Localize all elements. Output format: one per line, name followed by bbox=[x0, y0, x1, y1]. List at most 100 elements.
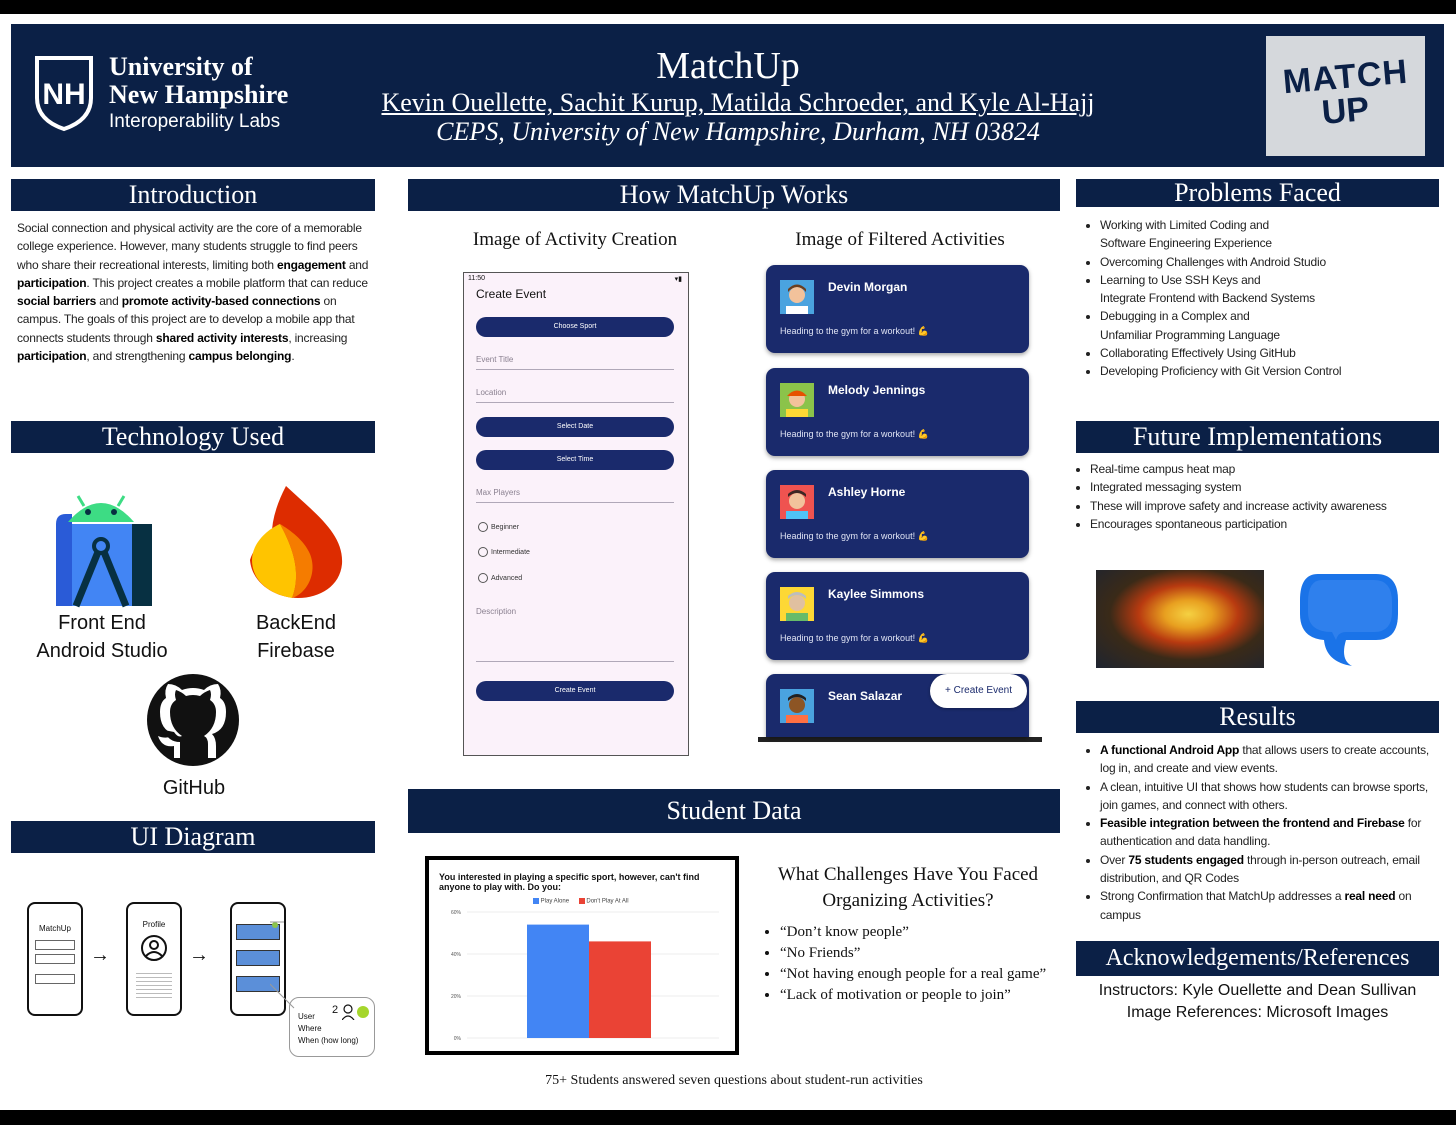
intro-text-part: , increasing bbox=[288, 330, 348, 345]
problems-heading: Problems Faced bbox=[1076, 179, 1439, 207]
card-status: Heading to the gym for a workout! 💪 bbox=[780, 429, 929, 439]
create-event-fab[interactable]: + Create Event bbox=[930, 674, 1027, 708]
activity-card[interactable]: Kaylee Simmons Heading to the gym for a … bbox=[766, 572, 1029, 660]
backend-label-line1: BackEnd bbox=[255, 612, 337, 634]
quote-item: “Not having enough people for a real gam… bbox=[780, 964, 1070, 985]
intro-emphasis: promote activity-based connections bbox=[121, 294, 321, 309]
diagram-screen1-title: MatchUp bbox=[38, 924, 71, 933]
diagram-indicator bbox=[272, 922, 278, 928]
select-date-button[interactable]: Select Date bbox=[476, 417, 674, 437]
avatar-icon bbox=[780, 485, 814, 519]
radio-intermediate[interactable]: Intermediate bbox=[478, 547, 530, 557]
diagram-detail-bubble: User Where When (how long) 2 bbox=[289, 997, 375, 1057]
result-text: that allows users to create accounts, lo… bbox=[1100, 743, 1430, 776]
legend-label-1: Play Alone bbox=[540, 898, 570, 905]
card-name: Sean Salazar bbox=[828, 689, 903, 703]
phone-screen-title: Create Event bbox=[476, 287, 547, 301]
results-heading: Results bbox=[1076, 701, 1439, 733]
chart-ytick-label: 20% bbox=[451, 994, 462, 1000]
radio-beginner[interactable]: Beginner bbox=[478, 522, 519, 532]
intro-emphasis: campus belonging bbox=[188, 349, 292, 364]
create-event-button[interactable]: Create Event bbox=[476, 681, 674, 701]
problem-line: Learning to Use SSH Keys and bbox=[1100, 272, 1261, 287]
legend-swatch-1 bbox=[533, 898, 539, 904]
chart-legend: Play Alone Don't Play At All bbox=[533, 898, 629, 905]
phone-time: 11:50 bbox=[468, 275, 485, 282]
avatar-icon bbox=[780, 383, 814, 417]
event-title-field[interactable]: Event Title bbox=[476, 351, 674, 370]
poster-authors: Kevin Ouellette, Sachit Kurup, Matilda S… bbox=[381, 88, 1095, 117]
future-list: Real-time campus heat map Integrated mes… bbox=[1078, 460, 1408, 533]
create-event-phone-screenshot: 11:50 ▾▮ Create Event Choose Sport Event… bbox=[463, 272, 689, 756]
problem-line: Unfamiliar Programming Language bbox=[1100, 327, 1280, 342]
problem-line: Collaborating Effectively Using GitHub bbox=[1100, 346, 1296, 361]
diagram-profile-screen: Profile bbox=[126, 902, 182, 1016]
intro-emphasis: social barriers bbox=[17, 294, 97, 309]
university-name-line1: University of bbox=[109, 52, 253, 81]
avatar-icon bbox=[780, 587, 814, 621]
android-studio-icon bbox=[56, 495, 152, 608]
challenges-heading-line1: What Challenges Have You Faced bbox=[777, 864, 1039, 885]
backend-label-line2: Firebase bbox=[257, 640, 335, 662]
challenges-heading: What Challenges Have You Faced Organizin… bbox=[756, 862, 1060, 914]
chart-bar-1 bbox=[527, 924, 589, 1038]
frontend-label: Front End Android Studio bbox=[20, 609, 184, 665]
messages-icon bbox=[1300, 574, 1398, 666]
result-text: Strong Confirmation that MatchUp address… bbox=[1100, 889, 1345, 904]
university-name-line2: New Hampshire bbox=[109, 80, 289, 109]
intro-text-part: and bbox=[96, 294, 122, 309]
problem-item: Overcoming Challenges with Android Studi… bbox=[1100, 253, 1440, 271]
problem-line: Software Engineering Experience bbox=[1100, 236, 1272, 251]
select-time-button[interactable]: Select Time bbox=[476, 450, 674, 470]
description-field[interactable]: Description bbox=[476, 603, 674, 662]
github-label: GitHub bbox=[162, 777, 226, 799]
acknowledgements-heading: Acknowledgements/References bbox=[1076, 941, 1439, 976]
activity-card[interactable]: Ashley Horne Heading to the gym for a wo… bbox=[766, 470, 1029, 558]
future-heading: Future Implementations bbox=[1076, 421, 1439, 453]
radio-intermediate-label: Intermediate bbox=[491, 548, 530, 556]
activity-card[interactable]: Devin Morgan Heading to the gym for a wo… bbox=[766, 265, 1029, 353]
diagram-connector bbox=[270, 921, 295, 1009]
firebase-icon bbox=[250, 486, 343, 598]
top-border bbox=[0, 0, 1456, 14]
result-emphasis: real need bbox=[1344, 889, 1396, 904]
quote-item: “No Friends” bbox=[780, 943, 1070, 964]
how-it-works-heading: How MatchUp Works bbox=[408, 179, 1060, 211]
diagram-card bbox=[236, 976, 280, 992]
problem-line: Debugging in a Complex and bbox=[1100, 309, 1250, 324]
acknowledgements-line1: Instructors: Kyle Ouellette and Dean Sul… bbox=[1098, 982, 1417, 999]
poster-title: MatchUp bbox=[656, 45, 800, 87]
max-players-field[interactable]: Max Players bbox=[476, 484, 674, 503]
problem-item: Collaborating Effectively Using GitHub bbox=[1100, 344, 1440, 362]
legend-label-2: Don't Play At All bbox=[586, 898, 629, 905]
location-field[interactable]: Location bbox=[476, 384, 674, 403]
result-text: on campus bbox=[1100, 889, 1412, 922]
intro-text-part: , and strengthening bbox=[86, 349, 189, 364]
bubble-count: 2 bbox=[332, 1004, 339, 1016]
result-emphasis: Feasible integration between the fronten… bbox=[1100, 816, 1405, 831]
ui-diagram-heading: UI Diagram bbox=[11, 821, 375, 853]
future-item: These will improve safety and increase a… bbox=[1090, 497, 1408, 515]
activity-creation-caption: Image of Activity Creation bbox=[472, 229, 678, 250]
result-item: A clean, intuitive UI that shows how stu… bbox=[1100, 778, 1435, 815]
bubble-people-icon bbox=[342, 1004, 369, 1020]
diagram-activities-screen bbox=[230, 902, 286, 1016]
problem-item: Developing Proficiency with Git Version … bbox=[1100, 362, 1440, 380]
problem-line: Working with Limited Coding and bbox=[1100, 218, 1270, 232]
intro-text-part: on campus. The goals of this project are… bbox=[17, 294, 355, 345]
quote-item: “Lack of motivation or people to join” bbox=[780, 985, 1070, 1006]
radio-advanced[interactable]: Advanced bbox=[478, 573, 522, 583]
chart-ytick-label: 0% bbox=[454, 1036, 462, 1042]
match-up-logo: MATCH UP bbox=[1266, 36, 1425, 156]
choose-sport-button[interactable]: Choose Sport bbox=[476, 317, 674, 337]
intro-emphasis: shared activity interests bbox=[155, 330, 289, 345]
avatar-icon bbox=[780, 280, 814, 314]
intro-emphasis: participation bbox=[17, 275, 87, 290]
activity-card[interactable]: Melody Jennings Heading to the gym for a… bbox=[766, 368, 1029, 456]
card-name: Ashley Horne bbox=[828, 485, 906, 499]
diagram-avatar-icon bbox=[141, 935, 167, 961]
result-item: Over 75 students engaged through in-pers… bbox=[1100, 851, 1435, 888]
card-status: Heading to the gym for a workout! 💪 bbox=[780, 326, 929, 336]
